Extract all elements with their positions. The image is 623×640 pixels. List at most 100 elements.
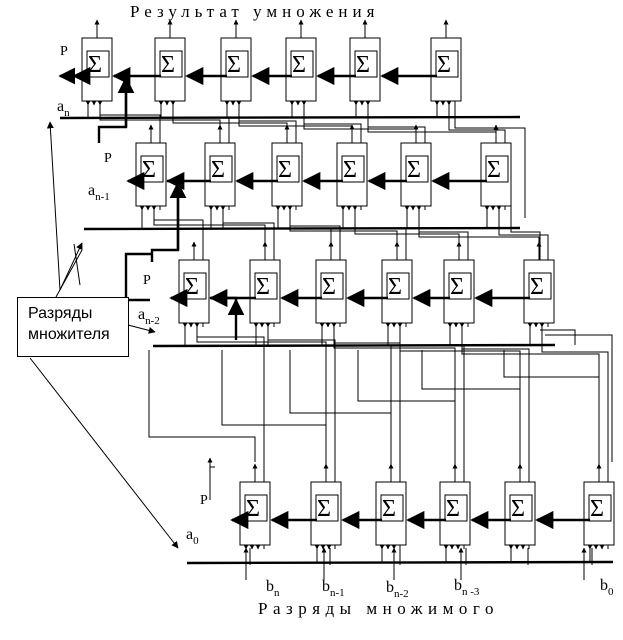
sum-symbol: Σ [161,52,175,78]
diagram-title: Результат умножения [130,2,380,21]
multiplicand-route [461,327,530,549]
sum-symbol: Σ [246,496,260,522]
multiplier-bus-0 [59,115,521,120]
sum-symbol: Σ [511,496,525,522]
sum-frame [435,50,459,78]
adder-r1-c0: Σ [126,124,167,211]
sum-frame [140,155,164,183]
sum-symbol: Σ [88,52,102,78]
callout-pointer-fan [55,249,83,298]
multiplicand-route [196,327,265,549]
adder-r0-c3: Σ [251,19,317,106]
sum-frame [528,272,552,300]
sum-frame [290,50,314,78]
sum-symbol: Σ [356,52,370,78]
carry-bracket-row2 [124,252,152,302]
sum-frame [225,50,249,78]
sum-frame [405,155,429,183]
sum-frame [320,272,344,300]
multiplier-label-0: an [57,98,70,119]
sum-symbol: Σ [278,157,292,183]
multiplicand-route [267,327,336,549]
sum-route [461,327,600,464]
sum-frame [341,155,365,183]
sum-route [172,105,288,125]
multiplicand-route [541,327,609,549]
adder-r1-c1: Σ [166,124,236,211]
sum-frame [86,50,110,78]
carry-label-1: P [104,151,112,166]
sum-symbol: Σ [142,157,156,183]
callout-pointer-an1b [73,243,81,286]
sum-symbol: Σ [185,274,199,300]
sum-frame [448,272,472,300]
sum-frame [159,50,183,78]
sum-symbol: Σ [446,496,460,522]
sum-frame [380,494,404,522]
adder-r3-c0: Σ [230,463,271,550]
sum-route [333,327,456,464]
sum-symbol: Σ [256,274,270,300]
adder-r1-c2: Σ [235,124,303,211]
sum-symbol: Σ [292,52,306,78]
edge-route-2 [540,329,576,345]
adder-r0-c2: Σ [185,19,252,106]
multiplicand-label-2: bn-2 [386,579,409,600]
adder-r2-c1: Σ [209,241,281,328]
adder-r3-c4: Σ [470,463,536,550]
sum-symbol: Σ [211,157,225,183]
sum-frame [209,155,233,183]
multiplier-label-1: an-1 [88,182,110,203]
multiplicand-route [333,327,401,549]
a0-route [357,350,456,462]
a0-left-route [209,466,215,500]
a0-route [221,350,327,462]
callout-line-2: множителя [28,326,110,343]
multiplier-buses [59,115,614,565]
sum-symbol: Σ [388,274,402,300]
adder-r3-c5: Σ [535,463,615,550]
sum-symbol: Σ [450,274,464,300]
a0-route [148,350,256,462]
sum-symbol: Σ [322,274,336,300]
multiplier-bus-2 [152,343,556,348]
a0-route [503,350,600,462]
sum-symbol: Σ [317,496,331,522]
adder-r2-c2: Σ [280,241,347,328]
sum-symbol: Σ [437,52,451,78]
adder-r1-c3: Σ [302,124,368,211]
multiplicand-label-0: bn [266,578,280,599]
sum-symbol: Σ [227,52,241,78]
multiplicand-label-3: bn -3 [454,577,480,598]
sum-frame [588,494,612,522]
multiplier-bus-1 [83,226,521,231]
sum-symbol: Σ [343,157,357,183]
callout-line-1: Разряды [28,305,93,322]
carry-label-2: P [143,273,151,288]
sum-route [418,210,540,242]
sum-route [153,210,266,242]
multiplier-bits-callout: Разряды множителя [17,297,129,357]
edge-route-0 [454,101,526,218]
interconnect-wires [29,67,613,580]
sum-symbol: Σ [382,496,396,522]
a0-route [421,350,521,462]
sum-symbol: Σ [487,157,501,183]
adder-r2-c5: Σ [474,241,555,328]
multiplier-label-3: a0 [186,526,199,547]
edge-route-1 [510,206,541,262]
sum-frame [509,494,533,522]
sum-route [196,327,327,464]
adder-r0-c0: Σ [72,19,113,106]
multiplicand-label-4: b0 [600,577,614,598]
sum-frame [485,155,509,183]
sum-frame [444,494,468,522]
carry-route-2 [210,296,238,310]
multiplicand-label-1: bn-1 [322,578,345,599]
adder-r3-c2: Σ [341,463,407,550]
a0-route [289,350,392,462]
sum-frame [244,494,268,522]
